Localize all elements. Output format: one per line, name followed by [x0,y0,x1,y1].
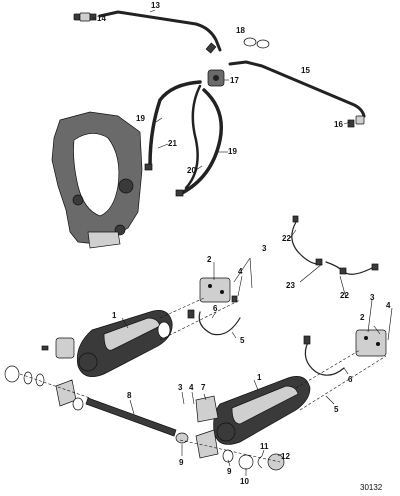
anode-block-7 [195,395,219,423]
callout-3b: 3 [370,293,375,302]
callout-13: 13 [151,1,160,10]
callout-22a: 22 [282,234,291,243]
callout-7: 7 [201,383,206,392]
anode-block-left [41,337,75,359]
trim-cylinder-lower [213,376,311,445]
callout-5b: 5 [334,405,339,414]
right-bushings [195,429,285,471]
pivot-shaft-8 [85,397,189,444]
pump-block-upper [199,277,238,303]
callout-2b: 2 [360,313,365,322]
hose-19-20-21 [144,80,223,197]
callout-18: 18 [236,26,245,35]
trim-cylinder-upper [76,310,173,377]
fitting-14 [73,12,97,22]
wire-harness-22-23 [291,215,379,275]
callout-19b: 19 [228,147,237,156]
callout-6a: 6 [213,304,218,313]
hydraulic-line-13 [98,10,222,54]
callout-1b: 1 [257,373,262,382]
callout-2a: 2 [207,255,212,264]
gimbal-housing [51,111,143,249]
assembly-lines [19,297,387,463]
callout-19a: 19 [136,114,145,123]
o-rings-18 [243,37,270,49]
callout-10: 10 [240,477,249,486]
callout-3a: 3 [262,244,267,253]
callout-16: 16 [334,120,343,129]
callout-4a: 4 [238,267,243,276]
fitting-16 [347,115,365,128]
pump-block-lower [355,329,387,357]
callout-14: 14 [97,14,106,23]
leader-lines [92,9,393,476]
sensor-wire-lower [303,335,345,376]
callout-23: 23 [286,281,295,290]
sensor-wire-upper [187,309,241,336]
callout-4b: 4 [386,301,391,310]
callout-20: 20 [187,166,196,175]
callout-15: 15 [301,66,310,75]
callout-22b: 22 [340,291,349,300]
callout-9b: 9 [227,467,232,476]
callout-21: 21 [168,139,177,148]
callout-6b: 6 [348,375,353,384]
callout-11: 11 [260,442,269,451]
callout-12: 12 [281,452,290,461]
callout-17: 17 [230,76,239,85]
callout-labels: 13 14 18 17 15 16 19 21 19 20 22 23 22 2… [97,1,391,492]
callout-8: 8 [127,391,132,400]
figure-number: 30132 [360,483,383,492]
callout-9a: 9 [179,458,184,467]
callout-4c: 4 [189,383,194,392]
manifold-block-17 [207,69,225,87]
callout-1a: 1 [112,311,117,320]
callout-5a: 5 [240,336,245,345]
hydraulic-line-15 [228,60,366,118]
left-bushings [4,365,84,411]
callout-3c: 3 [178,383,183,392]
